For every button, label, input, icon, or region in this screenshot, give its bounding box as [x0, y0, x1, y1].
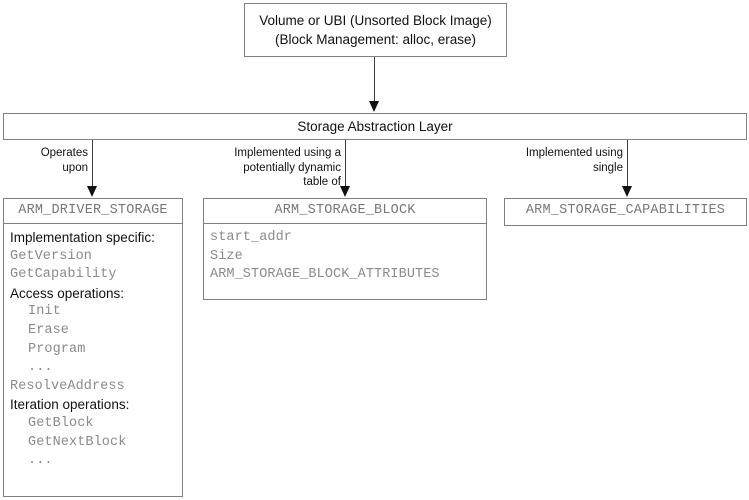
member-row: ...	[28, 360, 53, 376]
connector-volume-to-sal	[374, 57, 375, 102]
edge-label-implemented-table: Implemented using a potentially dynamic …	[234, 147, 341, 188]
arm-driver-storage-title: ARM_DRIVER_STORAGE	[4, 199, 182, 224]
connector-sal-to-storage-capabilities	[627, 140, 628, 187]
member-row: ResolveAddress	[10, 378, 125, 394]
storage-abstraction-layer-label: Storage Abstraction Layer	[297, 119, 453, 134]
volume-ubi-line-2: (Block Management: alloc, erase)	[274, 32, 477, 47]
volume-ubi-line-1: Volume or UBI (Unsorted Block Image)	[259, 13, 492, 28]
member-row: Erase	[28, 322, 70, 338]
edge-label-operates-upon: Operates upon	[40, 147, 88, 174]
connector-sal-to-storage-block	[345, 140, 346, 187]
member-row: Iteration operations:	[10, 397, 130, 413]
member-row: start_addr	[210, 230, 293, 245]
arrowhead-sal-to-storage-capabilities	[622, 186, 632, 197]
arm-driver-storage-box: ARM_DRIVER_STORAGE Implementation specif…	[3, 198, 183, 497]
arm-storage-capabilities-box: ARM_STORAGE_CAPABILITIES	[504, 198, 747, 226]
arrowhead-volume-to-sal	[369, 101, 379, 112]
edge-label-implemented-single: Implemented using single	[525, 147, 623, 174]
member-row: ...	[28, 453, 53, 469]
member-row: GetCapability	[10, 267, 117, 283]
arm-storage-capabilities-title: ARM_STORAGE_CAPABILITIES	[525, 203, 726, 218]
volume-ubi-box: Volume or UBI (Unsorted Block Image) (Bl…	[244, 3, 507, 57]
member-row: Program	[28, 341, 86, 357]
arm-storage-block-title: ARM_STORAGE_BLOCK	[204, 199, 486, 224]
member-row: GetVersion	[10, 248, 93, 264]
member-row: GetBlock	[28, 415, 94, 431]
arrowhead-sal-to-storage-block	[340, 186, 350, 197]
member-row: Init	[28, 304, 61, 320]
member-row: Access operations:	[10, 285, 125, 301]
connector-sal-to-driver-storage	[92, 140, 93, 187]
storage-abstraction-layer-box: Storage Abstraction Layer	[3, 113, 747, 140]
member-row: Implementation specific:	[10, 230, 155, 245]
member-row: GetNextBlock	[28, 434, 127, 450]
member-row: ARM_STORAGE_BLOCK_ATTRIBUTES	[210, 267, 440, 283]
member-row: Size	[210, 248, 243, 264]
arrowhead-sal-to-driver-storage	[87, 186, 97, 197]
